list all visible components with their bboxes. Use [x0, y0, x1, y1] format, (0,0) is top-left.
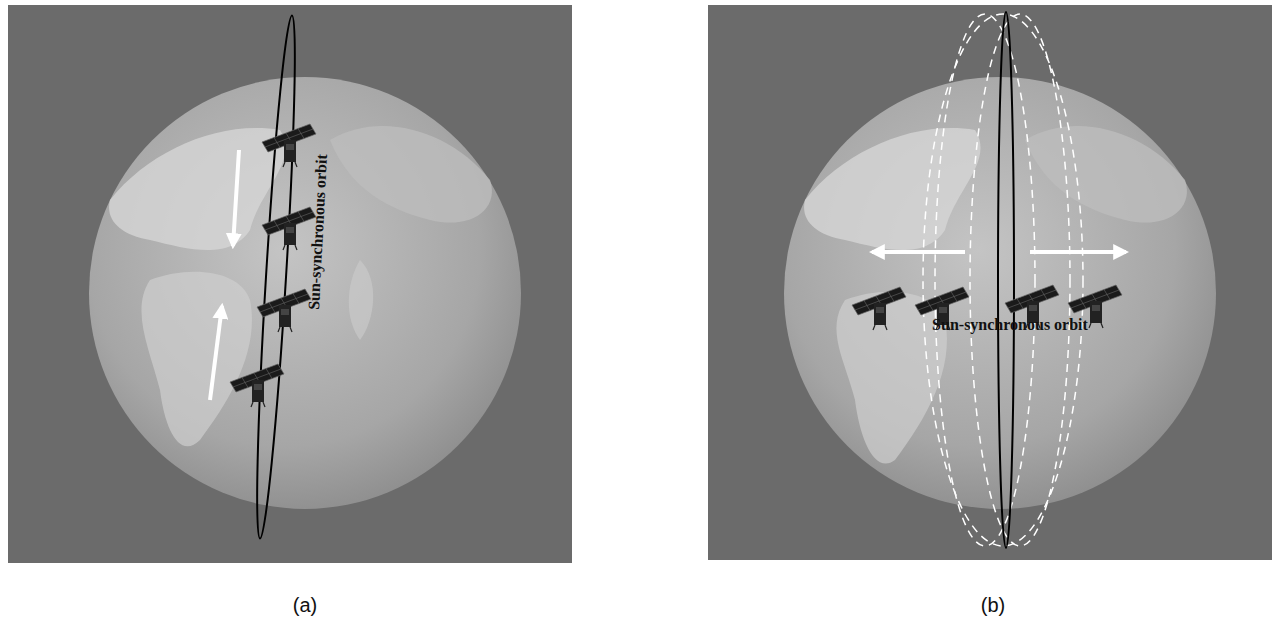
panel-label: (a) — [293, 594, 317, 617]
orbit-label: Sun-synchronous orbit — [932, 316, 1088, 334]
panel-label: (b) — [981, 594, 1005, 617]
